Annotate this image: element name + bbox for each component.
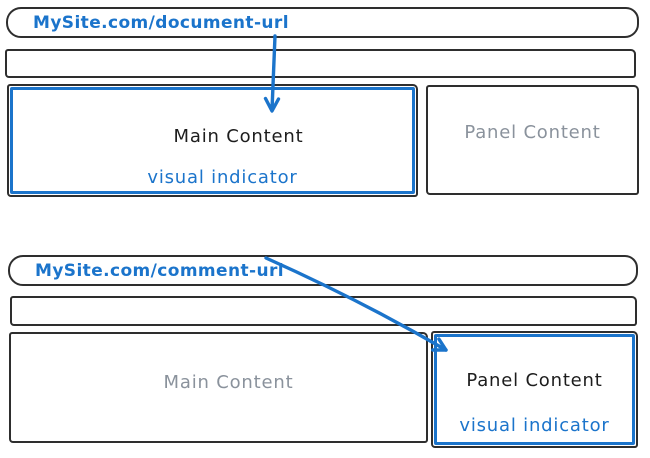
panel-content-box: Panel Content <box>426 85 639 195</box>
visual-indicator-label: visual indicator <box>459 415 610 436</box>
main-content-box: Main Content <box>9 332 428 443</box>
main-content-box-highlighted: Main Content visual indicator <box>7 84 418 197</box>
page-header-bar <box>5 49 636 78</box>
address-bar-url: MySite.com/document-url <box>33 12 289 33</box>
page-header-bar <box>10 296 637 326</box>
address-bar-url: MySite.com/comment-url <box>35 260 284 281</box>
panel-content-label: Panel Content <box>464 122 601 143</box>
panel-content-box-highlighted: Panel Content visual indicator <box>431 331 638 448</box>
address-bar: MySite.com/document-url <box>6 7 639 38</box>
visual-indicator-label: visual indicator <box>147 167 298 188</box>
main-content-label: Main Content <box>163 372 294 393</box>
panel-content-label: Panel Content <box>466 370 603 391</box>
address-bar: MySite.com/comment-url <box>8 255 638 286</box>
main-content-label: Main Content <box>173 126 304 147</box>
